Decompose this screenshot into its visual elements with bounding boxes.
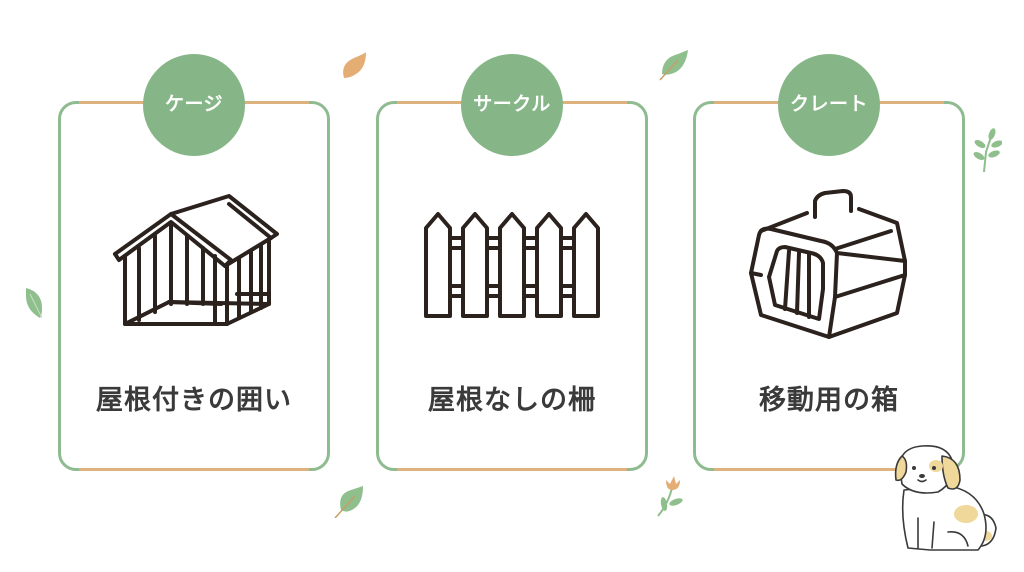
caption-cage: 屋根付きの囲い <box>96 385 292 416</box>
badge-cage: ケージ <box>143 54 245 156</box>
pet-carrier-icon <box>739 184 919 344</box>
caption-crate: 移動用の箱 <box>759 385 899 416</box>
fence-icon <box>422 184 602 344</box>
dog-illustration <box>894 444 997 551</box>
badge-circle: サークル <box>461 54 563 156</box>
tulip-orange-icon <box>657 476 683 517</box>
doghouse-cage-icon <box>104 184 284 344</box>
card-circle: サークル 屋根なしの柵 <box>376 54 648 471</box>
leaf-orange-icon <box>343 52 366 78</box>
badge-crate: クレート <box>778 54 880 156</box>
leaf-green-icon <box>659 50 688 81</box>
leaf-green-bottom-icon <box>334 486 363 518</box>
card-crate: クレート 移動用の箱 <box>693 54 965 471</box>
sprig-green-icon <box>973 128 1002 173</box>
leaf-green-left-icon <box>26 288 43 319</box>
caption-circle: 屋根なしの柵 <box>428 385 596 416</box>
card-cage: ケージ 屋根付きの囲い <box>58 54 330 471</box>
